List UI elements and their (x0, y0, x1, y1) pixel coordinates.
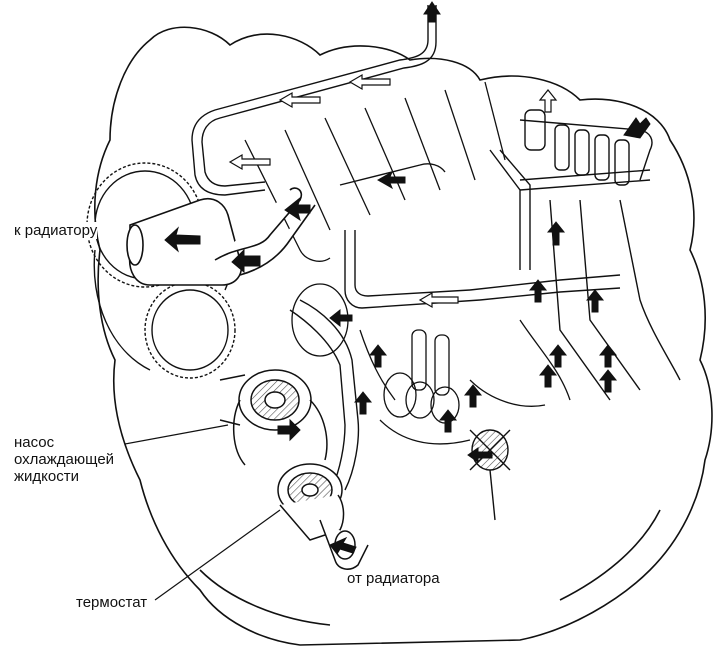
label-water-pump: насос охлаждающей жидкости (14, 434, 115, 485)
water-pump (219, 369, 328, 466)
thermostat-leader (154, 509, 281, 601)
label-water-pump-line1: насос (14, 434, 55, 451)
water-passage (289, 230, 621, 491)
intake-runners (244, 81, 506, 262)
flow-arrows-outline (228, 73, 558, 309)
secondary-sensor (469, 429, 511, 521)
label-water-pump-line2: охлаждающей (14, 451, 115, 468)
label-water-pump-line3: жидкости (14, 468, 79, 485)
engine-outline (94, 26, 713, 646)
flow-arrows (164, 1, 651, 555)
leader-lines (124, 424, 281, 601)
top-bypass-pipe (191, 5, 446, 196)
valve-train (291, 283, 571, 445)
radiator-outlet-hose (126, 187, 316, 286)
thermostat-housing (277, 463, 369, 570)
label-thermostat: термостат (76, 594, 148, 611)
label-from-radiator: от радиатора (347, 570, 440, 587)
label-to-radiator: к радиатору (14, 222, 98, 239)
right-head-assembly (489, 109, 681, 401)
pump-leader (124, 424, 229, 445)
